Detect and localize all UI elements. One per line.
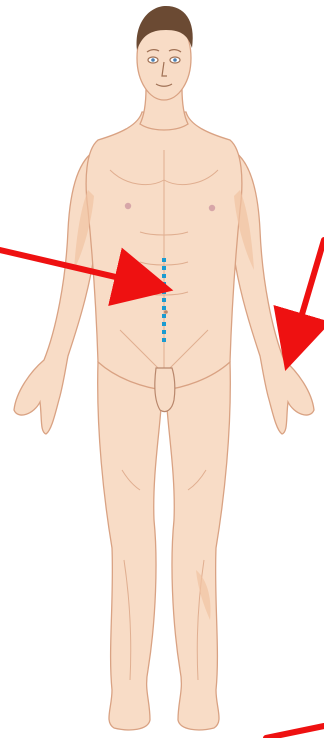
- arrow-right: [292, 240, 324, 348]
- right-arm: [14, 150, 96, 434]
- navel: [164, 310, 168, 314]
- arrow-bottom: [266, 726, 324, 738]
- left-nipple: [209, 205, 215, 211]
- right-nipple: [125, 203, 131, 209]
- left-arm: [232, 150, 314, 434]
- genital-outline: [155, 368, 175, 412]
